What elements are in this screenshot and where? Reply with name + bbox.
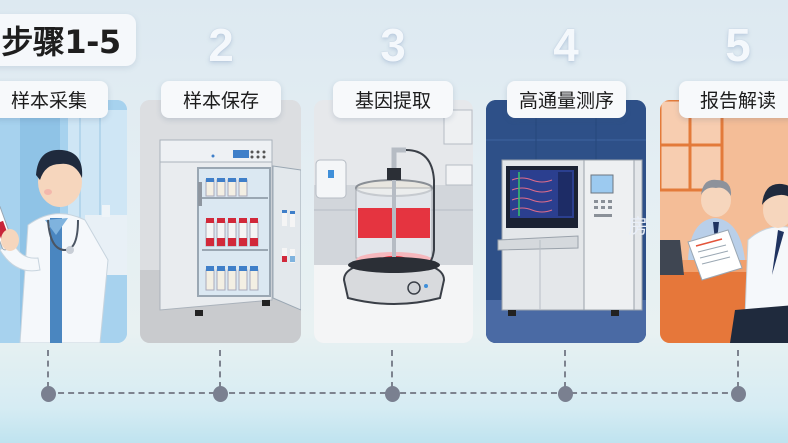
connector-step-2	[219, 350, 221, 388]
step-card-report-interpretation	[660, 100, 788, 343]
step-label-sample-storage: 样本保存	[161, 81, 281, 118]
extraction-apparatus-icon	[314, 100, 473, 343]
timeline-node-4	[558, 386, 573, 402]
timeline-node-5	[731, 386, 746, 402]
connector-step-1	[47, 350, 49, 388]
report-consultation-icon	[660, 100, 788, 343]
step-number-4: 4	[553, 19, 579, 71]
step-card-sample-storage	[140, 100, 301, 343]
connector-step-3	[391, 350, 393, 388]
step-card-gene-extraction	[314, 100, 473, 343]
step-card-sample-collection	[0, 100, 127, 343]
partial-text: 房	[628, 214, 646, 238]
step-number-5: 5	[725, 19, 751, 71]
doctor-illustration-icon	[0, 100, 127, 343]
step-number-3: 3	[380, 19, 406, 71]
step-number-2: 2	[208, 19, 234, 71]
step-label-sample-collection: 样本采集	[0, 81, 108, 118]
step-label-gene-extraction: 基因提取	[333, 81, 453, 118]
timeline-node-2	[213, 386, 228, 402]
timeline-node-3	[385, 386, 400, 402]
step-card-sequencing: 房	[486, 100, 646, 343]
connector-step-5	[737, 350, 739, 388]
timeline-node-1	[41, 386, 56, 402]
step-label-sequencing: 高通量测序	[507, 81, 626, 118]
sequencer-illustration-icon	[486, 100, 646, 343]
refrigerator-illustration-icon	[140, 100, 301, 343]
steps-title: 步骤1-5	[0, 14, 136, 66]
step-label-report-interpretation: 报告解读	[679, 81, 788, 118]
connector-step-4	[564, 350, 566, 388]
